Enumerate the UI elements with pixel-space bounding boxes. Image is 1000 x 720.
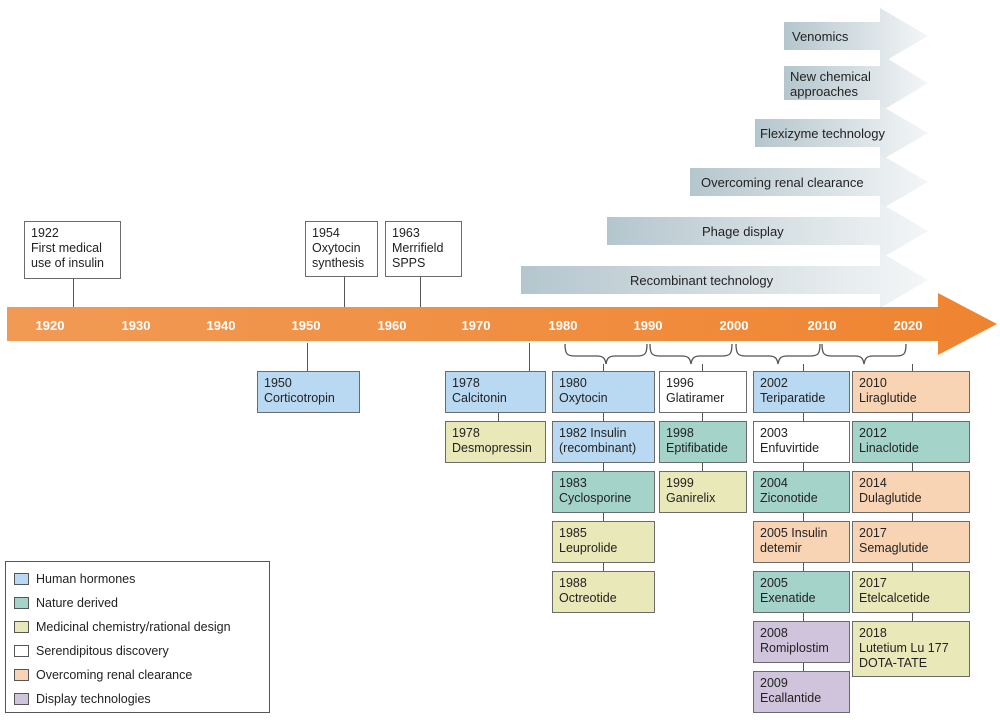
connector — [420, 276, 421, 307]
decade-1930: 1930 — [121, 318, 151, 333]
drug-linaclotide: 2012 Linaclotide — [852, 421, 970, 463]
legend-label: Overcoming renal clearance — [36, 668, 193, 682]
connector — [702, 364, 703, 474]
drug-insulin-detemir: 2005 Insulin detemir — [753, 521, 850, 563]
drug-insulin-recombinant: 1982 Insulin (recombinant) — [552, 421, 655, 463]
legend-label: Medicinal chemistry/rational design — [36, 620, 231, 634]
connector — [73, 278, 74, 307]
phage-display-label: Phage display — [702, 224, 784, 239]
new-chemical-approaches-label: New chemical approaches — [790, 69, 871, 99]
connector — [912, 364, 913, 664]
overcoming-renal-clearance-label: Overcoming renal clearance — [701, 175, 864, 190]
drug-ganirelix: 1999 Ganirelix — [659, 471, 747, 513]
connector — [307, 343, 308, 371]
drug-desmopressin: 1978 Desmopressin — [445, 421, 546, 463]
legend-label: Human hormones — [36, 572, 136, 586]
decade-1960: 1960 — [377, 318, 407, 333]
recombinant-technology-label: Recombinant technology — [630, 273, 774, 288]
new-chemical-approaches-arrow — [784, 54, 928, 112]
legend-swatch — [14, 645, 29, 657]
decade-1950: 1950 — [291, 318, 321, 333]
milestone-1963-merrifield-spps: 1963 Merrifield SPPS — [385, 221, 462, 277]
decade-2010: 2010 — [807, 318, 837, 333]
venomics-arrow — [784, 8, 928, 64]
connector — [529, 343, 530, 371]
connector — [344, 276, 345, 307]
legend-swatch — [14, 573, 29, 585]
legend-swatch — [14, 597, 29, 609]
drug-octreotide: 1988 Octreotide — [552, 571, 655, 613]
legend-swatch — [14, 621, 29, 633]
drug-enfuvirtide: 2003 Enfuvirtide — [753, 421, 850, 463]
overcoming-renal-clearance-arrow — [690, 154, 928, 210]
drug-cyclosporine: 1983 Cyclosporine — [552, 471, 655, 513]
decade-1980: 1980 — [548, 318, 578, 333]
drug-semaglutide: 2017 Semaglutide — [852, 521, 970, 563]
drug-oxytocin: 1980 Oxytocin — [552, 371, 655, 413]
decade-brackets — [564, 343, 907, 365]
legend-label: Display technologies — [36, 692, 151, 706]
drug-etelcalcetide: 2017 Etelcalcetide — [852, 571, 970, 613]
drug-corticotropin: 1950 Corticotropin — [257, 371, 360, 413]
venomics-label: Venomics — [792, 29, 849, 44]
drug-ziconotide: 2004 Ziconotide — [753, 471, 850, 513]
decade-1940: 1940 — [206, 318, 236, 333]
drug-calcitonin: 1978 Calcitonin — [445, 371, 546, 413]
decade-1970: 1970 — [461, 318, 491, 333]
legend-swatch — [14, 693, 29, 705]
drug-liraglutide: 2010 Liraglutide — [852, 371, 970, 413]
technology-arrows — [521, 8, 928, 308]
legend-swatch — [14, 669, 29, 681]
legend-label: Serendipitous discovery — [36, 644, 169, 658]
drug-glatiramer: 1996 Glatiramer — [659, 371, 747, 413]
flexizyme-technology-arrow — [755, 105, 928, 161]
milestone-1922-insulin: 1922 First medical use of insulin — [24, 221, 121, 279]
drug-lutetium-lu-177-dotatate: 2018 Lutetium Lu 177 DOTA-TATE — [852, 621, 970, 677]
drug-romiplostim: 2008 Romiplostim — [753, 621, 850, 663]
drug-dulaglutide: 2014 Dulaglutide — [852, 471, 970, 513]
drug-eptifibatide: 1998 Eptifibatide — [659, 421, 747, 463]
flexizyme-technology-label: Flexizyme technology — [760, 126, 885, 141]
drug-leuprolide: 1985 Leuprolide — [552, 521, 655, 563]
phage-display-arrow — [607, 203, 928, 259]
drug-ecallantide: 2009 Ecallantide — [753, 671, 850, 713]
legend-label: Nature derived — [36, 596, 118, 610]
decade-1920: 1920 — [35, 318, 65, 333]
recombinant-technology-arrow — [521, 252, 928, 308]
drug-teriparatide: 2002 Teriparatide — [753, 371, 850, 413]
decade-2020: 2020 — [893, 318, 923, 333]
connector — [498, 412, 499, 421]
legend: Human hormones Nature derived Medicinal … — [5, 561, 270, 713]
decade-2000: 2000 — [719, 318, 749, 333]
decade-1990: 1990 — [633, 318, 663, 333]
milestone-1954-oxytocin-synthesis: 1954 Oxytocin synthesis — [305, 221, 378, 277]
drug-exenatide: 2005 Exenatide — [753, 571, 850, 613]
timeline-arrow — [7, 293, 997, 355]
